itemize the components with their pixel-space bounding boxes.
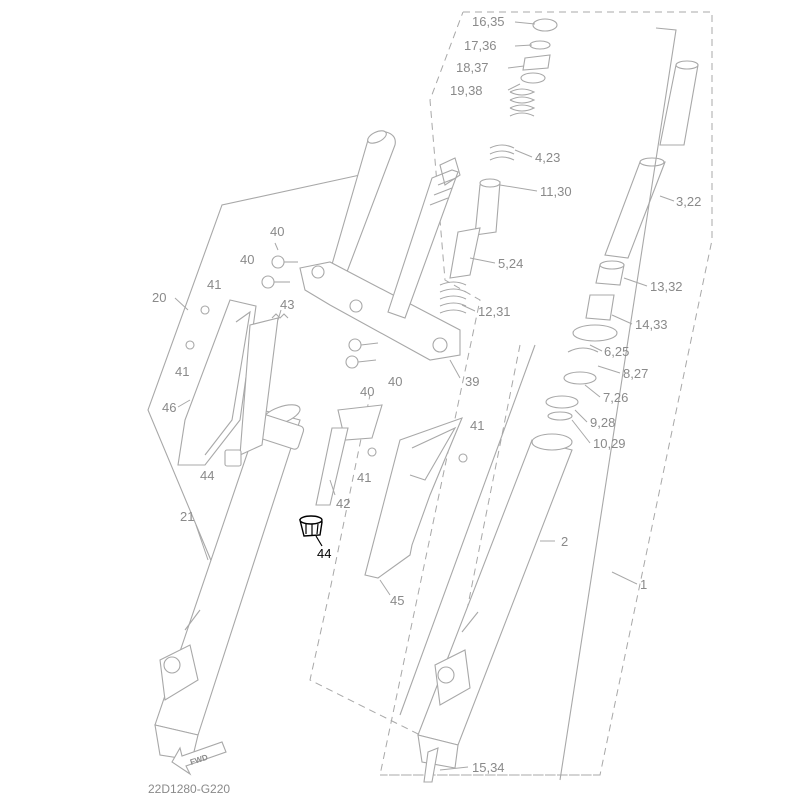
diagram-code: 22D1280-G220 [148,782,230,796]
callout-5-24: 5,24 [498,256,523,271]
callout-40-left: 40 [240,252,254,267]
callout-16-35: 16,35 [472,14,505,29]
callout-42: 42 [336,496,350,511]
callout-39: 39 [465,374,479,389]
callout-20: 20 [152,290,166,305]
callout-13-32: 13,32 [650,279,683,294]
damper-internals [439,18,558,314]
callout-15-34: 15,34 [472,760,505,775]
callout-8-27: 8,27 [623,366,648,381]
callout-40-low: 40 [360,384,374,399]
callout-44-highlighted: 44 [317,546,331,561]
callout-40-mid: 40 [388,374,402,389]
callout-2: 2 [561,534,568,549]
callout-19-38: 19,38 [450,83,483,98]
callout-45: 45 [390,593,404,608]
callout-40-top: 40 [270,224,284,239]
callout-4-23: 4,23 [535,150,560,165]
callout-9-28: 9,28 [590,415,615,430]
callout-3-22: 3,22 [676,194,701,209]
group-outlines [309,11,713,776]
leader-lines [174,21,675,771]
lower-guard-assembly [315,404,463,579]
callouts: 16,35 17,36 18,37 19,38 4,23 11,30 3,22 … [152,14,701,775]
callout-6-25: 6,25 [604,344,629,359]
callout-41-center: 41 [357,470,371,485]
upper-bracket [299,157,461,361]
callout-1: 1 [640,577,647,592]
callout-21: 21 [180,509,194,524]
callout-46: 46 [162,400,176,415]
callout-18-37: 18,37 [456,60,489,75]
bolts [185,255,468,463]
callout-41-lower-left: 41 [175,364,189,379]
callout-12-31: 12,31 [478,304,511,319]
callout-44-left: 44 [200,468,214,483]
callout-41-right: 41 [470,418,484,433]
callout-43: 43 [280,297,294,312]
right-fork-parts [399,27,699,783]
callout-11-30: 11,30 [540,184,572,199]
callout-41-upper-left: 41 [207,277,221,292]
forward-arrow-icon: FWD [171,741,227,776]
callout-17-36: 17,36 [464,38,497,53]
callout-10-29: 10,29 [593,436,626,451]
callout-7-26: 7,26 [603,390,628,405]
callout-14-33: 14,33 [635,317,668,332]
highlighted-part-44[interactable] [299,515,323,547]
left-fork-assembly [147,130,396,761]
